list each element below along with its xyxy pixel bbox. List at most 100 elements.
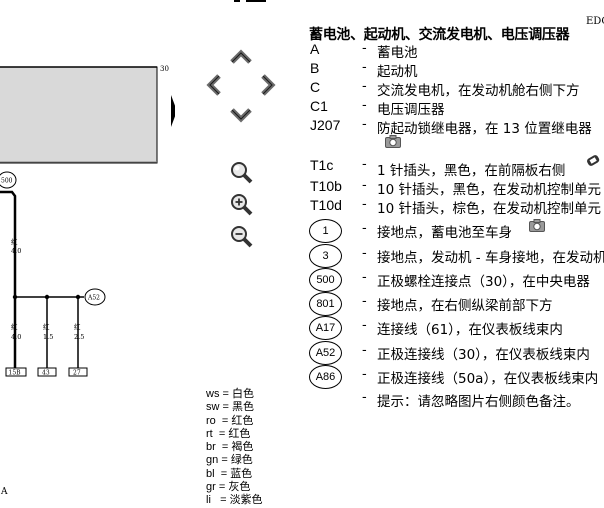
legend-desc: 接地点，蓄电池至车身 <box>377 225 512 241</box>
zoom-out-button[interactable] <box>228 224 254 250</box>
wire-2-color: 红 <box>43 322 50 331</box>
zoom-in-button[interactable] <box>228 192 254 218</box>
color-legend: ws = 白色 sw = 黑色 ro = 红色 rt = 红色 br = 褐色 … <box>206 388 306 508</box>
zoom-out-icon <box>231 226 253 248</box>
legend-dash: - <box>362 246 367 261</box>
magnifier-icon <box>231 162 253 184</box>
legend-item[interactable]: T10b - 10 针插头，黑色，在发动机控制单元 <box>309 178 604 198</box>
legend-dash: - <box>362 390 367 405</box>
legend-desc: 10 针插头，黑色，在发动机控制单元 <box>377 182 601 198</box>
color-row: br = 褐色 <box>206 441 254 454</box>
legend-ground-item[interactable]: 500 - 正极螺栓连接点（30），在中央电器 <box>309 268 604 294</box>
node-500[interactable] <box>0 171 17 189</box>
node-a52[interactable] <box>84 288 106 306</box>
wiring-diagram[interactable]: 30 500 红 4.0 A52 红 4.0 红 1.5 红 2.5 15B 4… <box>0 0 175 501</box>
legend-item[interactable]: T10d - 10 针插头，棕色，在发动机控制单元 <box>309 197 604 217</box>
legend-code: A <box>310 41 320 57</box>
legend-dash: - <box>362 60 367 75</box>
terminal-3-label: 27 <box>73 370 81 377</box>
node-a52-label: A52 <box>87 295 100 302</box>
component-legend: 蓄电池、起动机、交流发电机、电压调压器 A - 蓄电池 B - 起动机 C - … <box>309 22 604 417</box>
legend-ground-item[interactable]: 3 - 接地点，发动机 - 车身接地，在发动机 <box>309 244 604 270</box>
legend-code: T10b <box>310 178 342 194</box>
legend-code: C1 <box>310 98 328 114</box>
legend-desc: 蓄电池 <box>377 45 418 61</box>
legend-item[interactable]: J207 - 防起动锁继电器，在 13 位置继电器 <box>309 117 604 137</box>
legend-dash: - <box>362 318 367 333</box>
legend-desc: 交流发电机，在发动机舱右侧下方 <box>377 83 580 99</box>
chevron-right-icon <box>261 74 276 96</box>
color-row: rt = 红色 <box>206 427 251 440</box>
chevron-down-icon <box>230 108 252 123</box>
wire-2-size: 1.5 <box>43 333 53 341</box>
legend-desc: 电压调压器 <box>377 102 445 118</box>
legend-dash: - <box>362 178 367 193</box>
legend-title: 蓄电池、起动机、交流发电机、电压调压器 <box>309 27 570 43</box>
wire-top-size: 4.0 <box>11 247 21 255</box>
main-wire <box>0 190 17 297</box>
legend-wire-item[interactable]: A52 - 正极连接线（30），在仪表板线束内 <box>309 341 604 367</box>
legend-desc: 起动机 <box>377 64 418 80</box>
zoom-search-button[interactable] <box>228 160 254 186</box>
legend-dash: - <box>362 270 367 285</box>
legend-ground-item[interactable]: 801 - 接地点，在右侧纵梁前部下方 <box>309 292 604 318</box>
nav-left-button[interactable] <box>201 72 227 98</box>
legend-desc: 接地点，在右侧纵梁前部下方 <box>377 298 553 314</box>
legend-code: J207 <box>310 117 341 133</box>
legend-desc: 接地点，发动机 - 车身接地，在发动机 <box>377 250 604 266</box>
scroll-right-arrow[interactable] <box>171 95 175 127</box>
top-right-fragment: EDC <box>586 16 604 27</box>
camera-icon[interactable] <box>529 219 545 232</box>
legend-ground-item[interactable]: 1 - 接地点，蓄电池至车身 <box>309 219 604 245</box>
legend-item[interactable]: T1c - 1 针插头，黑色，在前隔板右侧 <box>309 157 604 179</box>
legend-code: T1c <box>310 157 334 173</box>
legend-desc: 防起动锁继电器，在 13 位置继电器 <box>377 121 592 137</box>
ground-circle: 801 <box>309 292 342 316</box>
legend-note: - 提示：请忽略图片右侧颜色备注。 <box>309 390 604 412</box>
wire-3-color: 红 <box>74 322 81 331</box>
legend-desc: 正极连接线（30），在仪表板线束内 <box>377 347 590 363</box>
chevron-left-icon <box>206 74 221 96</box>
legend-item[interactable]: C - 交流发电机，在发动机舱右侧下方 <box>309 79 604 99</box>
ground-circle: 1 <box>309 219 342 243</box>
legend-item[interactable]: B - 起动机 <box>309 60 604 80</box>
nav-right-button[interactable] <box>255 72 281 98</box>
zoom-in-icon <box>231 194 253 216</box>
terminal-box <box>5 367 27 377</box>
color-row: sw = 黑色 <box>206 401 255 414</box>
legend-desc: 正极螺栓连接点（30），在中央电器 <box>377 274 590 290</box>
legend-note-text: 提示：请忽略图片右侧颜色备注。 <box>377 394 580 410</box>
legend-item[interactable]: A - 蓄电池 <box>309 41 604 61</box>
wire-1-color: 红 <box>11 322 18 331</box>
nav-up-button[interactable] <box>228 44 254 70</box>
legend-dash: - <box>362 343 367 358</box>
color-row: ws = 白色 <box>206 388 255 400</box>
nav-down-button[interactable] <box>228 102 254 128</box>
legend-desc: 1 针插头，黑色，在前隔板右侧 <box>377 163 566 179</box>
color-row: ro = 红色 <box>206 414 254 427</box>
component-box <box>0 66 158 164</box>
legend-dash: - <box>362 41 367 56</box>
legend-dash: - <box>362 98 367 113</box>
camera-icon[interactable] <box>385 135 401 148</box>
legend-wire-item[interactable]: A17 - 连接线（61），在仪表板线束内 <box>309 316 604 342</box>
legend-wire-item[interactable]: A86 - 正极连接线（50a），在仪表板线束内 <box>309 365 604 391</box>
connector-icon[interactable] <box>585 152 603 168</box>
color-row: gn = 绿色 <box>206 454 253 467</box>
color-row: gr = 灰色 <box>206 481 251 494</box>
terminal-1-label: 15B <box>9 370 22 377</box>
terminal-2-label: 43 <box>42 370 50 377</box>
legend-dash: - <box>362 79 367 94</box>
diagram-bottom-letter: A <box>0 487 8 497</box>
legend-item[interactable]: C1 - 电压调压器 <box>309 98 604 118</box>
wire-circle: A52 <box>309 341 342 365</box>
connection-circle: 500 <box>309 268 342 292</box>
wire-circle: A17 <box>309 316 342 340</box>
legend-code: B <box>310 60 320 76</box>
color-row: bl = 蓝色 <box>206 467 253 480</box>
terminal-box <box>68 367 88 377</box>
legend-code: C <box>310 79 321 95</box>
legend-dash: - <box>362 197 367 212</box>
legend-code: T10d <box>310 197 342 213</box>
wire-top-color: 红 <box>11 237 18 246</box>
